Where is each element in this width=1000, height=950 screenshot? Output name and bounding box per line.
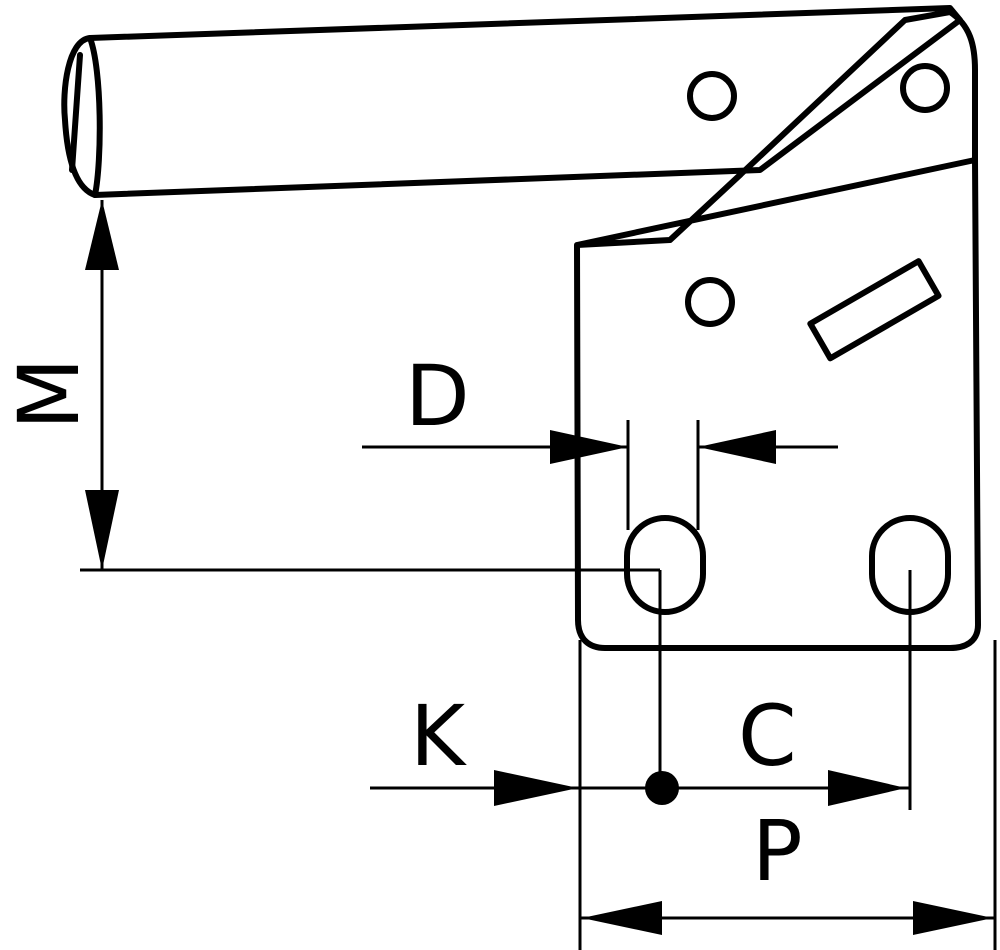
- dimension-d: D: [362, 347, 838, 530]
- slot: [807, 258, 942, 362]
- p-arrow-right: [913, 901, 993, 935]
- label-c: C: [738, 687, 797, 785]
- d-arrow-right: [698, 430, 776, 464]
- base-plate: [574, 157, 981, 651]
- dimension-k-c: K C: [370, 687, 910, 806]
- p-arrow-left: [582, 901, 662, 935]
- lever-hole-right: [900, 63, 950, 113]
- dimension-p: P: [578, 640, 997, 950]
- m-arrow-top: [85, 200, 119, 270]
- label-d: D: [405, 347, 470, 445]
- k-arrow: [494, 770, 578, 806]
- origin-dot: [645, 771, 679, 805]
- lever-arm: [687, 9, 978, 178]
- dimension-m: M: [0, 200, 660, 572]
- label-m: M: [0, 358, 98, 430]
- label-p: P: [752, 802, 803, 900]
- m-arrow-bottom: [85, 490, 119, 570]
- mount-slot-left: [624, 515, 706, 615]
- d-arrow-left: [550, 430, 628, 464]
- label-k: K: [410, 687, 467, 785]
- c-arrow: [828, 770, 906, 806]
- base-hole: [685, 277, 735, 327]
- lever-hole-left: [687, 71, 737, 121]
- handle-bar: [61, 5, 963, 198]
